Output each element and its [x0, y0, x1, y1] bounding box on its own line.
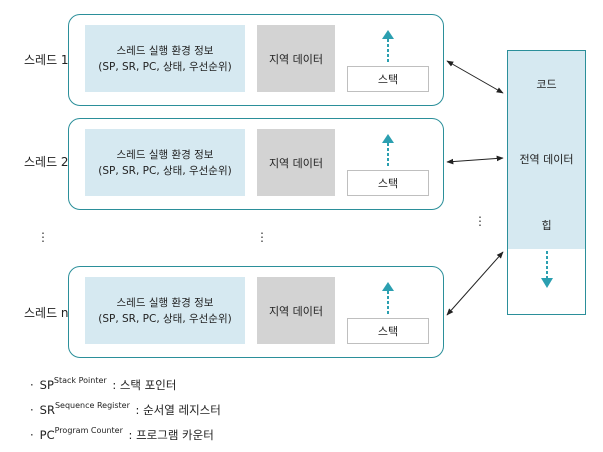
thread-n-local-data: 지역 데이터	[257, 277, 335, 344]
bullet-icon: ·	[30, 378, 34, 392]
thread-1-stack: 스택	[347, 66, 429, 92]
thread-2-box: 스레드 실행 환경 정보 (SP, SR, PC, 상태, 우선순위) 지역 데…	[68, 118, 444, 210]
context-title: 스레드 실행 환경 정보	[116, 148, 214, 161]
legend-full-name: Program Counter	[54, 426, 123, 435]
bullet-icon: ·	[30, 428, 34, 442]
legend-full-name: Stack Pointer	[53, 376, 107, 385]
context-fields: (SP, SR, PC, 상태, 우선순위)	[98, 312, 232, 325]
legend-full-name: Sequence Register	[54, 401, 130, 410]
legend-pc: · PCProgram Counter : 프로그램 카운터	[30, 426, 214, 443]
heap-growth-arrow-icon	[541, 251, 553, 288]
context-title: 스레드 실행 환경 정보	[116, 296, 214, 309]
free-memory-segment	[507, 249, 586, 315]
thread-ellipsis-left: ⋮	[37, 230, 49, 244]
thread-1-context-info: 스레드 실행 환경 정보 (SP, SR, PC, 상태, 우선순위)	[85, 25, 245, 92]
heap-segment: 힙	[507, 200, 586, 250]
context-title: 스레드 실행 환경 정보	[116, 44, 214, 57]
global-data-segment: 전역 데이터	[507, 117, 586, 201]
thread-2-stack: 스택	[347, 170, 429, 196]
stack-growth-arrow-icon	[382, 134, 394, 166]
thread-n-label: 스레드 n	[24, 306, 69, 320]
thread-n-stack: 스택	[347, 318, 429, 344]
thread-n-context-info: 스레드 실행 환경 정보 (SP, SR, PC, 상태, 우선순위)	[85, 277, 245, 344]
thread-n-box: 스레드 실행 환경 정보 (SP, SR, PC, 상태, 우선순위) 지역 데…	[68, 266, 444, 358]
legend-abbr: SP	[39, 378, 54, 392]
thread-1-label: 스레드 1	[24, 53, 69, 67]
thread-2-context-info: 스레드 실행 환경 정보 (SP, SR, PC, 상태, 우선순위)	[85, 129, 245, 196]
thread-2-local-data: 지역 데이터	[257, 129, 335, 196]
thread-ellipsis-right: ⋮	[474, 214, 486, 228]
stack-growth-arrow-icon	[382, 30, 394, 62]
legend-sr: · SRSequence Register : 순서열 레지스터	[30, 401, 221, 418]
context-fields: (SP, SR, PC, 상태, 우선순위)	[98, 60, 232, 73]
stack-growth-arrow-icon	[382, 282, 394, 314]
legend-sp: · SPStack Pointer : 스택 포인터	[30, 376, 176, 393]
code-segment: 코드	[507, 50, 586, 118]
legend-desc: : 순서열 레지스터	[131, 403, 221, 417]
context-fields: (SP, SR, PC, 상태, 우선순위)	[98, 164, 232, 177]
thread-1-box: 스레드 실행 환경 정보 (SP, SR, PC, 상태, 우선순위) 지역 데…	[68, 14, 444, 106]
bullet-icon: ·	[30, 403, 34, 417]
thread-ellipsis-middle: ⋮	[256, 230, 268, 244]
thread-1-local-data: 지역 데이터	[257, 25, 335, 92]
legend-desc: : 스택 포인터	[108, 378, 177, 392]
thread-n-heap-arrow	[446, 251, 504, 316]
legend-abbr: PC	[39, 428, 55, 442]
thread-2-label: 스레드 2	[24, 155, 69, 169]
thread-1-code-arrow	[446, 60, 504, 94]
legend-desc: : 프로그램 카운터	[124, 428, 214, 442]
thread-2-global-arrow	[446, 155, 504, 165]
legend-abbr: SR	[39, 403, 55, 417]
